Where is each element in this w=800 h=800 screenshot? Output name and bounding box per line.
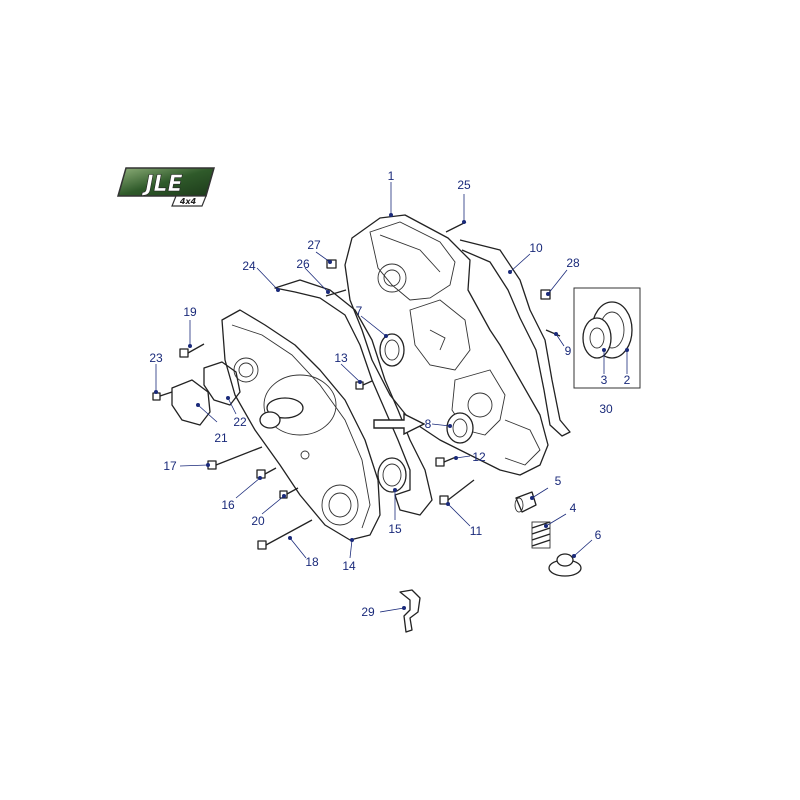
callout-23: 23 xyxy=(149,351,163,365)
callout-2: 2 xyxy=(624,373,631,387)
relief-valve-plunger xyxy=(514,491,537,513)
oil-seal-housing xyxy=(446,412,474,444)
callout-21: 21 xyxy=(214,431,228,445)
callout-18: 18 xyxy=(305,555,319,569)
callout-28: 28 xyxy=(566,256,580,270)
front-cover-gasket xyxy=(274,279,433,516)
callout-26: 26 xyxy=(296,257,310,271)
callout-13: 13 xyxy=(334,351,348,365)
callout-24: 24 xyxy=(242,259,256,273)
stud-25 xyxy=(445,221,467,233)
oil-seal-upper xyxy=(379,333,405,367)
bolt-11 xyxy=(439,479,475,505)
front-timing-cover xyxy=(221,309,381,541)
callout-10: 10 xyxy=(529,241,543,255)
callout-27: 27 xyxy=(307,238,321,252)
callout-7: 7 xyxy=(356,304,363,318)
relief-valve-spring xyxy=(531,521,551,549)
callout-16: 16 xyxy=(221,498,235,512)
callout-12: 12 xyxy=(472,450,486,464)
callout-3: 3 xyxy=(601,373,608,387)
oil-pump-inner-rotor xyxy=(582,317,612,359)
callout-8: 8 xyxy=(425,417,432,431)
bolt-18 xyxy=(257,519,313,550)
nut-27 xyxy=(326,259,337,269)
bolt-17 xyxy=(207,446,263,470)
callout-29: 29 xyxy=(361,605,375,619)
callout-labels: 1 2 3 4 5 6 7 8 9 10 11 12 13 14 15 16 1… xyxy=(149,169,630,619)
callout-30: 30 xyxy=(599,402,613,416)
cover-plate xyxy=(171,379,211,426)
callout-4: 4 xyxy=(570,501,577,515)
callout-22: 22 xyxy=(233,415,247,429)
callout-6: 6 xyxy=(595,528,602,542)
callout-25: 25 xyxy=(457,178,471,192)
callout-15: 15 xyxy=(388,522,402,536)
bolt-12 xyxy=(435,456,457,467)
jle-logo: JLE 4x4 xyxy=(117,167,215,207)
relief-valve-plug xyxy=(548,553,582,577)
timing-case-housing xyxy=(344,214,549,476)
oil-pump-frame xyxy=(573,287,641,389)
leader-dots xyxy=(154,213,629,610)
callout-11: 11 xyxy=(470,524,483,538)
bolt-19 xyxy=(179,343,205,358)
housing-gasket xyxy=(459,239,571,437)
callout-1: 1 xyxy=(388,169,395,183)
callout-20: 20 xyxy=(251,514,265,528)
pointer-arrow xyxy=(373,412,426,436)
callout-14: 14 xyxy=(342,559,356,573)
callout-5: 5 xyxy=(555,474,562,488)
front-seal xyxy=(377,457,407,493)
callout-17: 17 xyxy=(163,459,177,473)
logo-subtext: 4x4 xyxy=(179,197,197,206)
cover-plate-gasket xyxy=(203,361,241,406)
callout-9: 9 xyxy=(565,344,572,358)
stud-26 xyxy=(325,289,347,297)
dowel-9 xyxy=(545,329,561,337)
logo-text: JLE xyxy=(141,172,182,197)
callout-19: 19 xyxy=(183,305,197,319)
nut-28 xyxy=(540,289,551,300)
leader-lines xyxy=(155,182,628,613)
harness-clip xyxy=(399,589,421,633)
